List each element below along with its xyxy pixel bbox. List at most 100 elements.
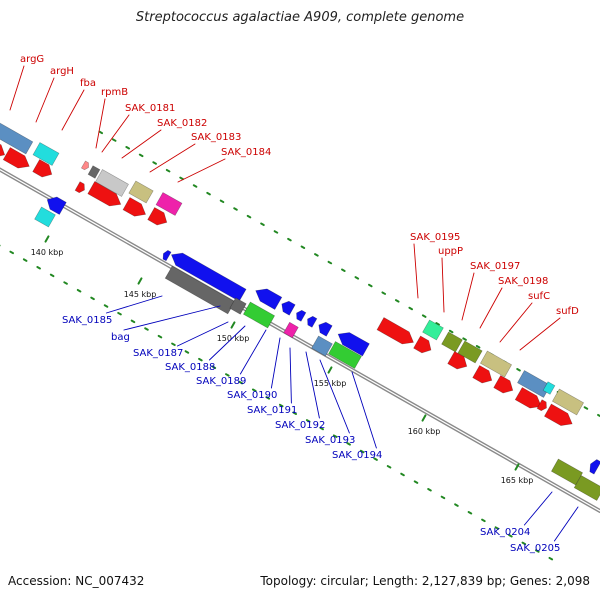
scale-label: 145 kbp	[124, 290, 157, 299]
gene-SAK_0183-feature	[128, 180, 154, 204]
gene-leader-SAK_0197	[461, 272, 475, 321]
tick-upper	[179, 176, 184, 181]
tick-lower	[305, 419, 311, 423]
tick-upper	[273, 230, 279, 234]
gene-leader-rpmB	[95, 98, 106, 149]
gene-feature	[147, 207, 168, 226]
tick-lower	[103, 304, 109, 308]
gene-feature	[74, 181, 85, 194]
tick-lower	[535, 549, 540, 553]
gene-label-bag: bag	[111, 332, 130, 343]
tick-lower	[386, 465, 392, 469]
tick-upper	[165, 168, 171, 173]
gene-SAK_0197-feature	[441, 331, 463, 353]
tick-lower	[319, 426, 324, 431]
accession-label: Accession: NC_007432	[8, 574, 145, 588]
gene-uppP-feature	[422, 319, 444, 341]
gene-SAK_0185-feature	[164, 265, 236, 315]
tick-upper	[152, 161, 157, 165]
tick-lower	[521, 541, 527, 546]
gene-rpmB-feature	[80, 160, 89, 171]
gene-leader-SAK_0204	[523, 491, 553, 526]
gene-feature	[447, 351, 468, 370]
tick-lower	[292, 411, 298, 415]
gene-label-rpmB: rpmB	[101, 87, 128, 98]
gene-label-SAK_0188: SAK_0188	[165, 362, 215, 373]
gene-feature	[472, 365, 493, 384]
gene-label-SAK_0205: SAK_0205	[510, 543, 560, 554]
gene-SAK_0204-feature	[550, 458, 584, 486]
scale-tick	[44, 235, 50, 243]
tick-lower	[332, 434, 338, 438]
tick-lower	[63, 281, 68, 285]
gene-SAK_0192-feature	[318, 321, 333, 337]
gene-feature	[242, 301, 276, 329]
gene-bag-feature	[229, 297, 247, 315]
gene-label-SAK_0184: SAK_0184	[221, 147, 271, 158]
gene-leader-SAK_0184	[177, 158, 226, 183]
tick-upper	[206, 191, 211, 196]
gene-label-fba: fba	[80, 78, 96, 89]
tick-lower	[373, 457, 378, 461]
gene-SAK_0190-feature	[296, 309, 307, 322]
gene-leader-SAK_0192	[305, 351, 320, 419]
gene-leader-sufD	[519, 317, 561, 351]
gene-label-uppP: uppP	[438, 246, 463, 257]
gene-feature	[0, 143, 6, 157]
tick-lower	[440, 495, 446, 500]
tick-upper	[408, 306, 414, 311]
gene-label-SAK_0193: SAK_0193	[305, 435, 355, 446]
gene-feature	[283, 321, 299, 339]
gene-leader-SAK_0189	[239, 329, 267, 375]
gene-SAK_0187-feature	[170, 252, 247, 302]
gene-label-SAK_0190: SAK_0190	[227, 390, 277, 401]
gene-SAK_0193-feature	[337, 332, 370, 357]
gene-sufC-feature	[479, 350, 513, 378]
tick-lower	[211, 365, 217, 370]
gene-leader-SAK_0181	[101, 114, 130, 153]
gene-leader-SAK_0187	[176, 321, 229, 347]
gene-feature	[34, 206, 56, 228]
gene-feature	[514, 387, 542, 409]
gene-feature	[536, 399, 547, 412]
tick-upper	[138, 153, 144, 158]
tick-upper	[111, 138, 117, 142]
gene-label-argH: argH	[50, 66, 74, 77]
gene-feature	[328, 341, 362, 369]
tick-upper	[246, 214, 252, 219]
tick-lower	[481, 518, 486, 523]
gene-feature	[551, 388, 585, 416]
tick-lower	[76, 288, 82, 293]
tick-upper	[367, 283, 373, 288]
gene-label-SAK_0182: SAK_0182	[157, 118, 207, 129]
gene-SAK_0184-feature	[155, 192, 183, 216]
gene-SAK_0189-feature	[281, 300, 296, 316]
gene-feature	[542, 381, 556, 395]
gene-feature	[543, 403, 573, 426]
gene-fba-feature	[32, 159, 53, 178]
gene-label-SAK_0192: SAK_0192	[275, 420, 325, 431]
tick-upper	[314, 253, 319, 257]
gene-leader-SAK_0188	[208, 325, 246, 361]
gene-feature	[589, 459, 600, 475]
tick-upper	[381, 291, 387, 295]
gene-SAK_0191-feature	[307, 315, 318, 328]
tick-lower	[171, 342, 176, 347]
tick-upper	[233, 207, 238, 211]
scale-tick	[421, 414, 427, 422]
gene-leader-SAK_0182	[121, 129, 162, 159]
scale-label: 150 kbp	[217, 334, 250, 343]
tick-lower	[413, 480, 419, 484]
gene-SAK_0194-feature	[311, 335, 333, 357]
tick-upper	[475, 345, 481, 349]
gene-SAK_0181-feature	[87, 165, 101, 179]
gene-feature	[493, 375, 514, 394]
tick-lower	[427, 488, 432, 492]
tick-upper	[583, 406, 589, 410]
tick-lower	[130, 319, 136, 324]
gene-SAK_0182-feature	[95, 169, 129, 197]
tick-upper	[394, 299, 400, 303]
gene-feature	[122, 197, 147, 217]
gene-leader-SAK_0191	[289, 347, 292, 404]
